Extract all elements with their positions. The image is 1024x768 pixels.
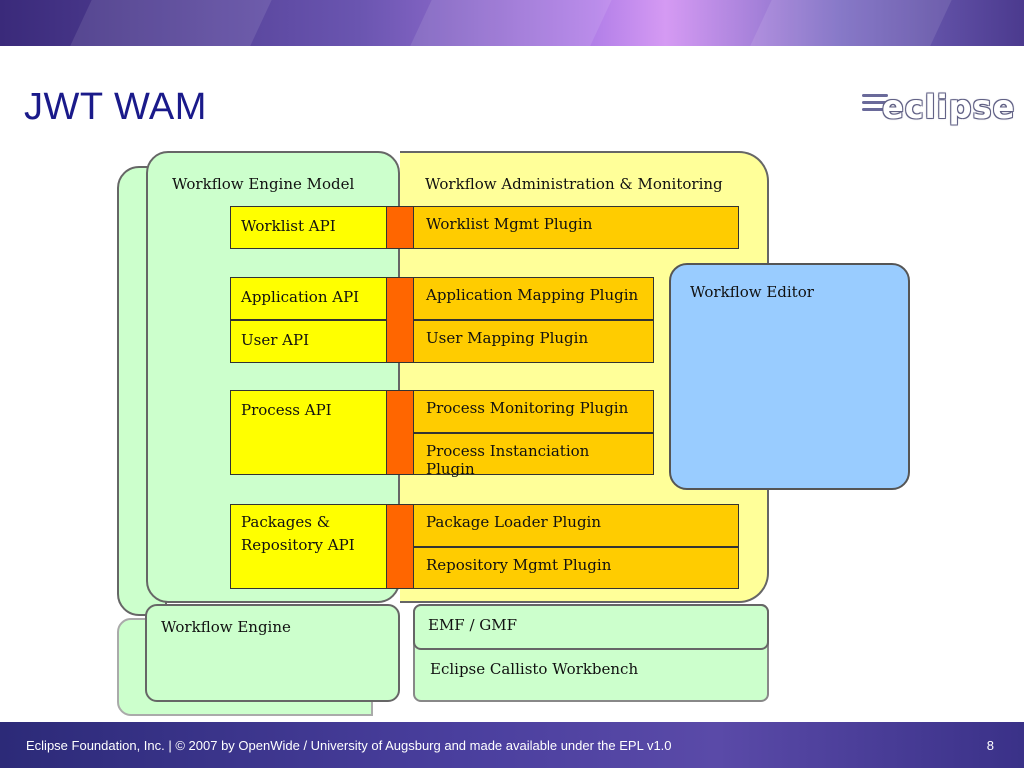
worklist-connector	[386, 206, 414, 249]
logo-text: eclipse	[882, 88, 1016, 126]
editor-label: Workflow Editor	[690, 283, 814, 301]
slide-title: JWT WAM	[24, 86, 207, 128]
worklist-mgmt-plugin: Worklist Mgmt Plugin	[413, 206, 739, 249]
footer-bar: Eclipse Foundation, Inc. | © 2007 by Ope…	[0, 722, 1024, 768]
worklist-api: Worklist API	[230, 206, 387, 249]
process-instanciation-plugin: Process Instanciation Plugin	[413, 433, 654, 478]
user-api: User API	[230, 320, 387, 363]
engine-label: Workflow Engine	[161, 618, 291, 636]
emf-gmf: EMF / GMF	[413, 604, 769, 650]
workflow-editor: Workflow Editor	[669, 263, 910, 490]
workflow-engine: Workflow Engine	[145, 604, 400, 702]
footer-text: Eclipse Foundation, Inc. | © 2007 by Ope…	[26, 738, 672, 753]
engine-model-label: Workflow Engine Model	[172, 175, 355, 193]
admin-monitoring-label: Workflow Administration & Monitoring	[425, 175, 723, 193]
process-api: Process API	[230, 390, 387, 475]
package-loader-plugin: Package Loader Plugin	[413, 504, 739, 547]
emf-gmf-label: EMF / GMF	[428, 616, 518, 634]
top-banner	[0, 0, 1024, 46]
callisto-label: Eclipse Callisto Workbench	[430, 660, 639, 678]
page-number: 8	[986, 738, 994, 753]
repository-mgmt-plugin: Repository Mgmt Plugin	[413, 547, 739, 589]
application-connector	[386, 277, 414, 363]
process-monitoring-plugin: Process Monitoring Plugin	[413, 390, 654, 433]
process-connector	[386, 390, 414, 475]
application-mapping-plugin: Application Mapping Plugin	[413, 277, 654, 320]
repository-connector	[386, 504, 414, 589]
eclipse-logo: eclipse	[858, 78, 1014, 142]
packages-repository-api: Packages & Repository API	[230, 504, 387, 589]
user-mapping-plugin: User Mapping Plugin	[413, 320, 654, 363]
application-api: Application API	[230, 277, 387, 320]
logo-lines-icon	[862, 94, 888, 115]
